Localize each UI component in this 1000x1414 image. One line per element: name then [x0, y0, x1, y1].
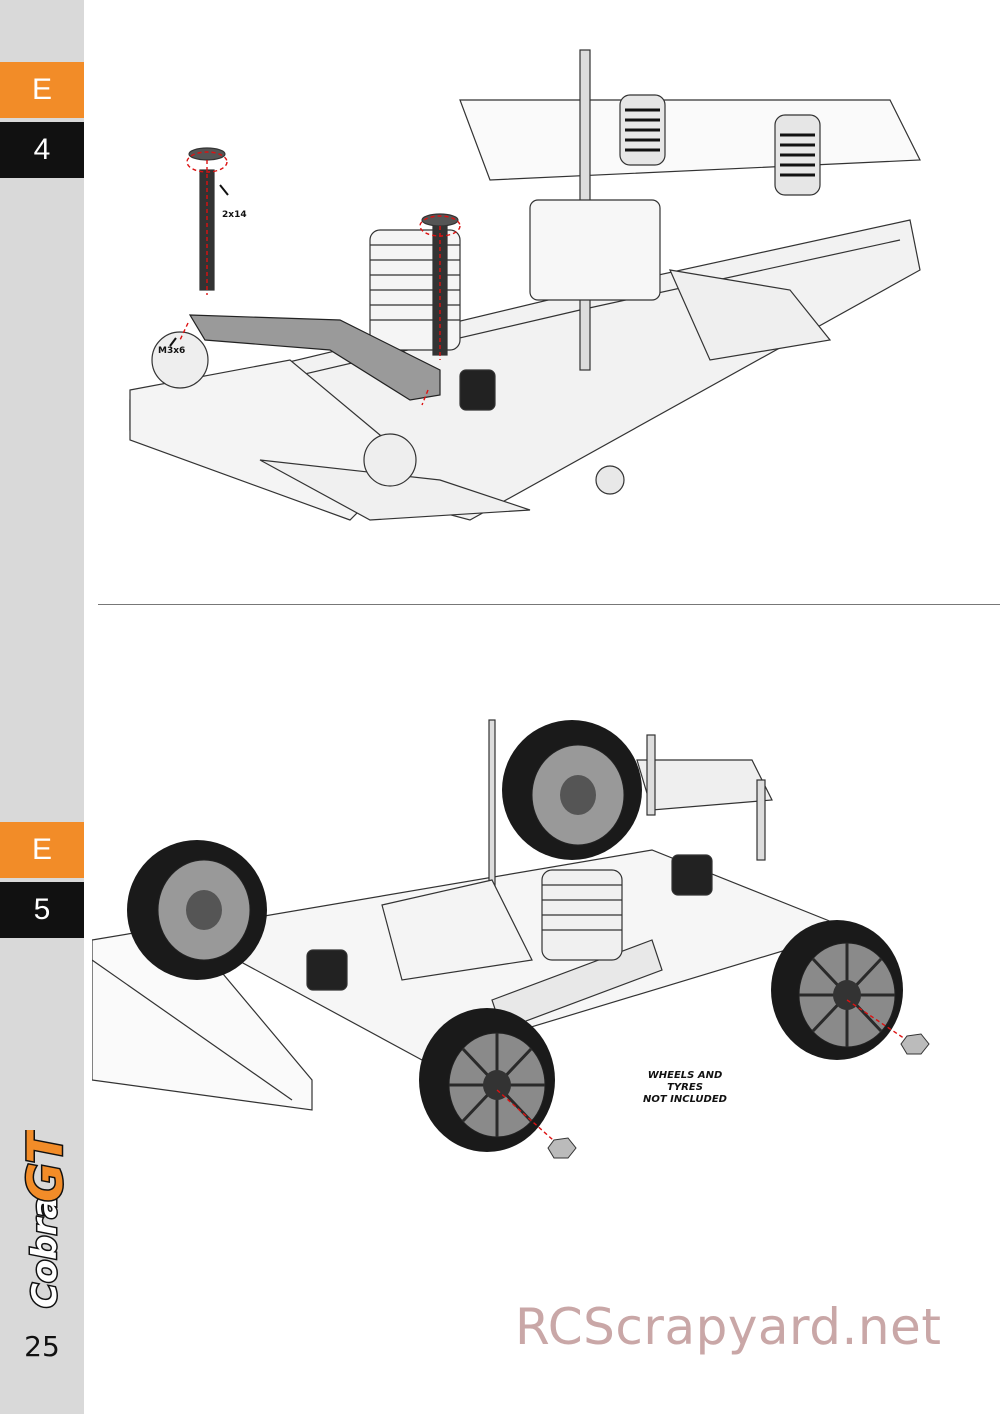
svg-text:Cobra: Cobra	[25, 1196, 65, 1308]
step-5-letter-badge: E	[0, 822, 84, 878]
step-5-number-badge: 5	[0, 882, 84, 938]
sidebar	[0, 0, 84, 1414]
callout-screw-m3x6: M3x6	[158, 346, 186, 356]
step-4-letter-badge: E	[0, 62, 84, 118]
wheels-not-included-note: WHEELS AND TYRES NOT INCLUDED	[643, 1070, 727, 1105]
cobra-gt-logo: Cobra GT	[17, 1130, 76, 1310]
svg-text:GT: GT	[18, 1130, 74, 1202]
watermark-text: RCScrapyard.net	[515, 1298, 942, 1356]
callout-pin-2x14: 2x14	[222, 210, 247, 220]
step-4-number-badge: 4	[0, 122, 84, 178]
step-4-chassis-illustration	[129, 49, 921, 521]
step-5-wheels-illustration	[92, 719, 930, 1159]
page-number: 25	[24, 1330, 60, 1363]
section-divider	[98, 604, 1000, 605]
